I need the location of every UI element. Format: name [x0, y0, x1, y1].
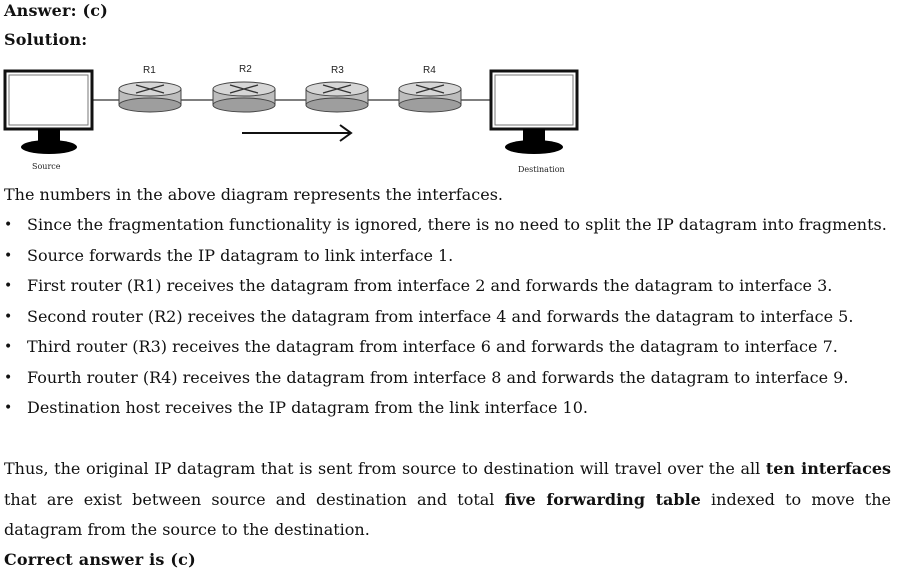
- intro-text: The numbers in the above diagram represe…: [4, 185, 503, 204]
- correct-answer: Correct answer is (c): [4, 550, 196, 569]
- router-r3-label: R3: [331, 65, 344, 76]
- source-label: Source: [32, 162, 61, 171]
- router-r2-icon: [212, 81, 276, 113]
- router-r1-icon: [118, 81, 182, 113]
- router-r4-icon: [398, 81, 462, 113]
- conclusion-bold-interfaces: ten interfaces: [765, 459, 892, 478]
- bullet-item: Destination host receives the IP datagra…: [0, 393, 891, 424]
- direction-arrow-icon: [242, 124, 353, 142]
- bullet-item: Source forwards the IP datagram to link …: [0, 241, 891, 272]
- network-diagram: Source Destination R1 R2 R3 R4: [3, 64, 579, 174]
- router-r4-label: R4: [423, 65, 436, 76]
- destination-label: Destination: [518, 165, 565, 174]
- conclusion-text: that are exist between source and destin…: [4, 489, 505, 509]
- bullet-list: Since the fragmentation functionality is…: [0, 210, 891, 424]
- bullet-item: Since the fragmentation functionality is…: [0, 210, 891, 241]
- solution-heading: Solution:: [4, 30, 88, 49]
- destination-monitor-icon: [489, 69, 579, 154]
- conclusion-bold-tables: five forwarding table: [504, 489, 701, 509]
- conclusion-text: Thus, the original IP datagram that is s…: [4, 459, 766, 478]
- router-r1-label: R1: [143, 65, 156, 76]
- bullet-item: Third router (R3) receives the datagram …: [0, 332, 891, 363]
- answer-heading: Answer: (c): [4, 1, 108, 20]
- router-r3-icon: [305, 81, 369, 113]
- router-r2-label: R2: [239, 64, 252, 75]
- conclusion-text: indexed to move the datagram from the so…: [4, 489, 892, 540]
- source-monitor-icon: [3, 69, 94, 154]
- conclusion-paragraph: Thus, the original IP datagram that is s…: [4, 454, 891, 546]
- bullet-item: First router (R1) receives the datagram …: [0, 271, 891, 302]
- bullet-item: Second router (R2) receives the datagram…: [0, 302, 891, 333]
- bullet-item: Fourth router (R4) receives the datagram…: [0, 363, 891, 394]
